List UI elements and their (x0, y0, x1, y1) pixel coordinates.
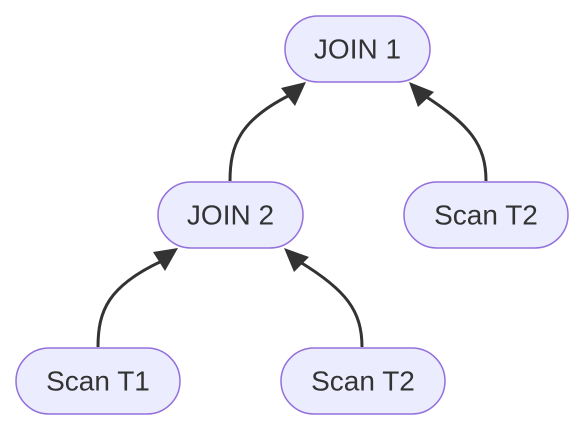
node-shape (284, 15, 431, 83)
node-shape (280, 347, 446, 415)
node-label: Scan T2 (434, 200, 538, 231)
node-scan-t2-top[interactable]: Scan T2 (403, 181, 569, 249)
edge-scan-t2-bottom-to-join2 (284, 248, 364, 348)
node-shape (157, 181, 304, 249)
edge-line (228, 93, 291, 182)
node-shape (403, 181, 569, 249)
node-label: Scan T1 (46, 366, 150, 397)
node-label: JOIN 2 (187, 200, 274, 231)
node-join-1[interactable]: JOIN 1 (284, 15, 431, 83)
node-label: JOIN 1 (314, 34, 401, 65)
arrow-head (153, 248, 178, 271)
arrow-head (281, 82, 306, 106)
node-scan-t2-bottom[interactable]: Scan T2 (280, 347, 446, 415)
edges (96, 82, 488, 348)
edge-line (299, 260, 364, 348)
node-scan-t1[interactable]: Scan T1 (15, 347, 181, 415)
node-join-2[interactable]: JOIN 2 (157, 181, 304, 249)
arrow-head (409, 82, 434, 107)
edge-scan-t2-top-to-join1 (409, 82, 488, 182)
edge-join2-to-join1 (228, 82, 306, 182)
arrow-head (284, 248, 309, 272)
edge-line (424, 94, 488, 182)
node-shape (15, 347, 181, 415)
edge-line (96, 259, 163, 348)
node-label: Scan T2 (311, 366, 415, 397)
edge-scan-t1-to-join2 (96, 248, 178, 348)
